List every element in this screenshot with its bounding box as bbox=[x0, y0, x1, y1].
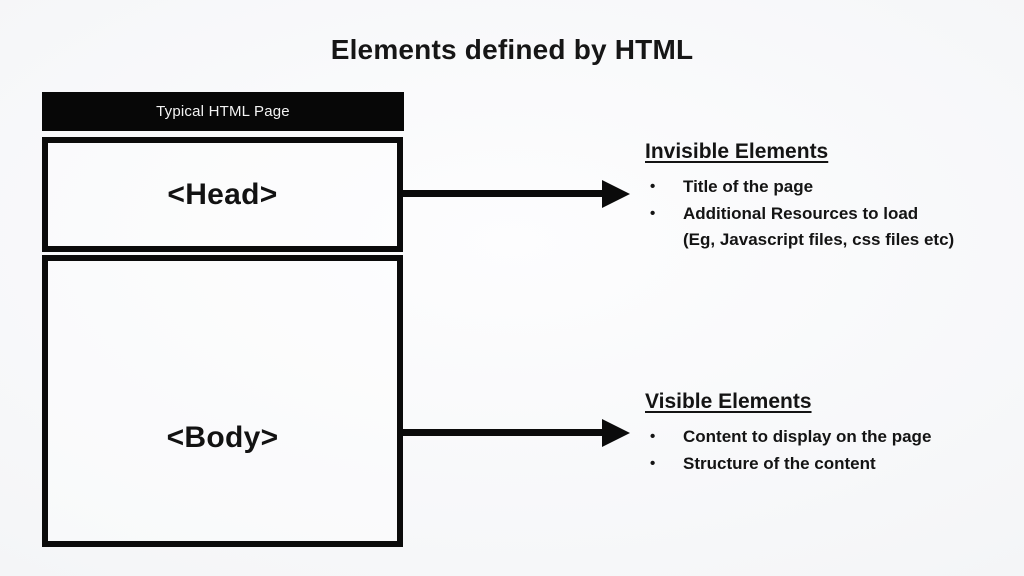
list-item: • Structure of the content bbox=[645, 451, 1015, 477]
bullet-text: Structure of the content bbox=[683, 454, 876, 473]
bullet-icon: • bbox=[650, 455, 656, 472]
invisible-elements-heading: Invisible Elements bbox=[645, 140, 829, 163]
bullet-text: Additional Resources to load (Eg, Javasc… bbox=[683, 204, 955, 249]
body-section-box: <Body> bbox=[42, 255, 403, 547]
typical-html-page-label: Typical HTML Page bbox=[156, 103, 290, 120]
head-section-box: <Head> bbox=[42, 137, 403, 252]
typical-html-page-header: Typical HTML Page bbox=[42, 92, 404, 131]
bullet-text: Title of the page bbox=[683, 177, 814, 196]
bullet-icon: • bbox=[650, 178, 656, 195]
head-section-label: <Head> bbox=[167, 177, 278, 211]
bullet-icon: • bbox=[650, 428, 656, 445]
invisible-elements-block: Invisible Elements • Title of the page •… bbox=[645, 140, 1015, 254]
body-section-label: <Body> bbox=[166, 421, 279, 454]
head-to-invisible-arrow bbox=[403, 179, 630, 208]
bullet-icon: • bbox=[650, 205, 656, 222]
list-item: • Content to display on the page bbox=[645, 424, 1015, 450]
bullet-text: Content to display on the page bbox=[683, 427, 932, 446]
slide-title: Elements defined by HTML bbox=[330, 34, 694, 65]
visible-elements-block: Visible Elements • Content to display on… bbox=[645, 390, 1015, 478]
list-item: • Additional Resources to load (Eg, Java… bbox=[645, 201, 1015, 253]
visible-elements-heading: Visible Elements bbox=[645, 390, 812, 413]
list-item: • Title of the page bbox=[645, 174, 1015, 200]
body-to-visible-arrow bbox=[403, 418, 630, 447]
